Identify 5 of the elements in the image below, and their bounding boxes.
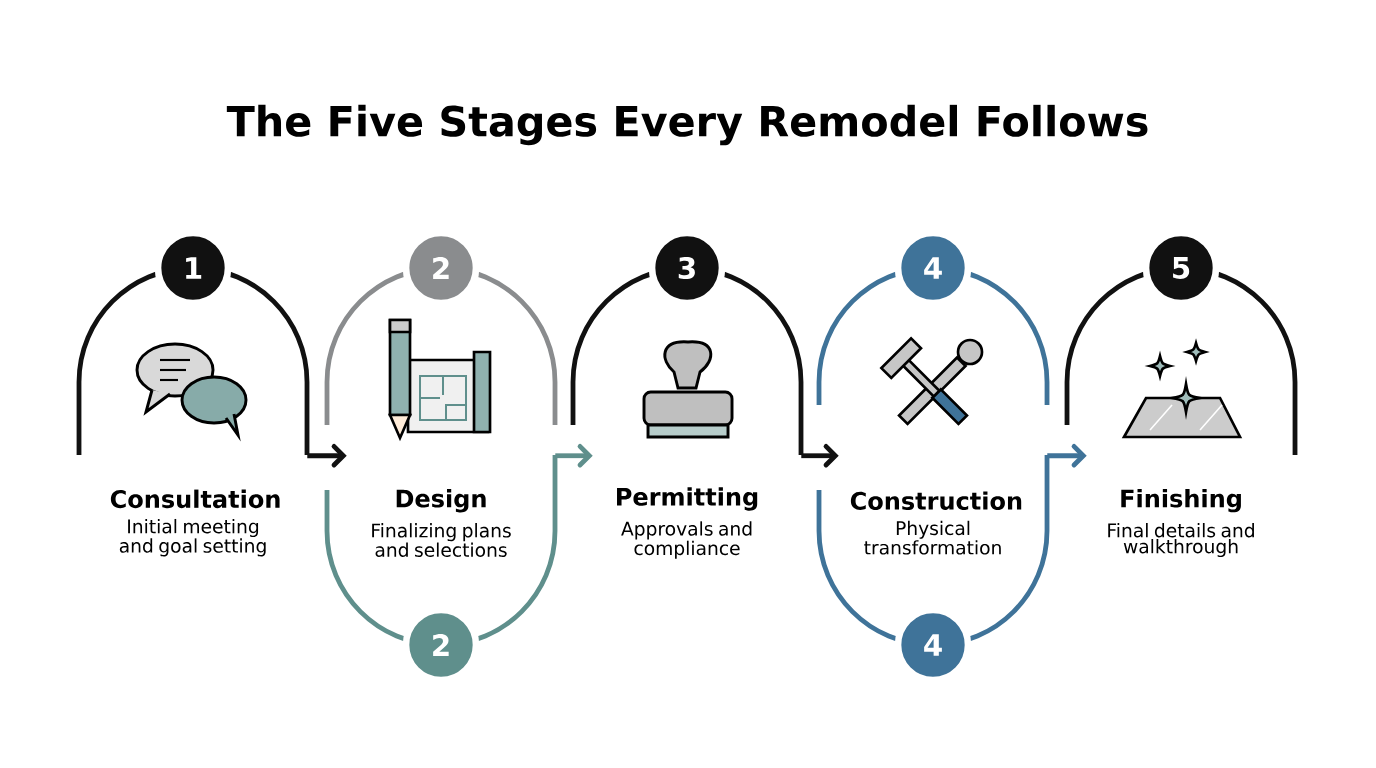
arrow [307,444,347,468]
arrow [555,444,593,468]
arrow [801,444,839,468]
arrow [1047,444,1087,468]
title: The Five Stages Every Remodel Follows [226,104,1148,146]
